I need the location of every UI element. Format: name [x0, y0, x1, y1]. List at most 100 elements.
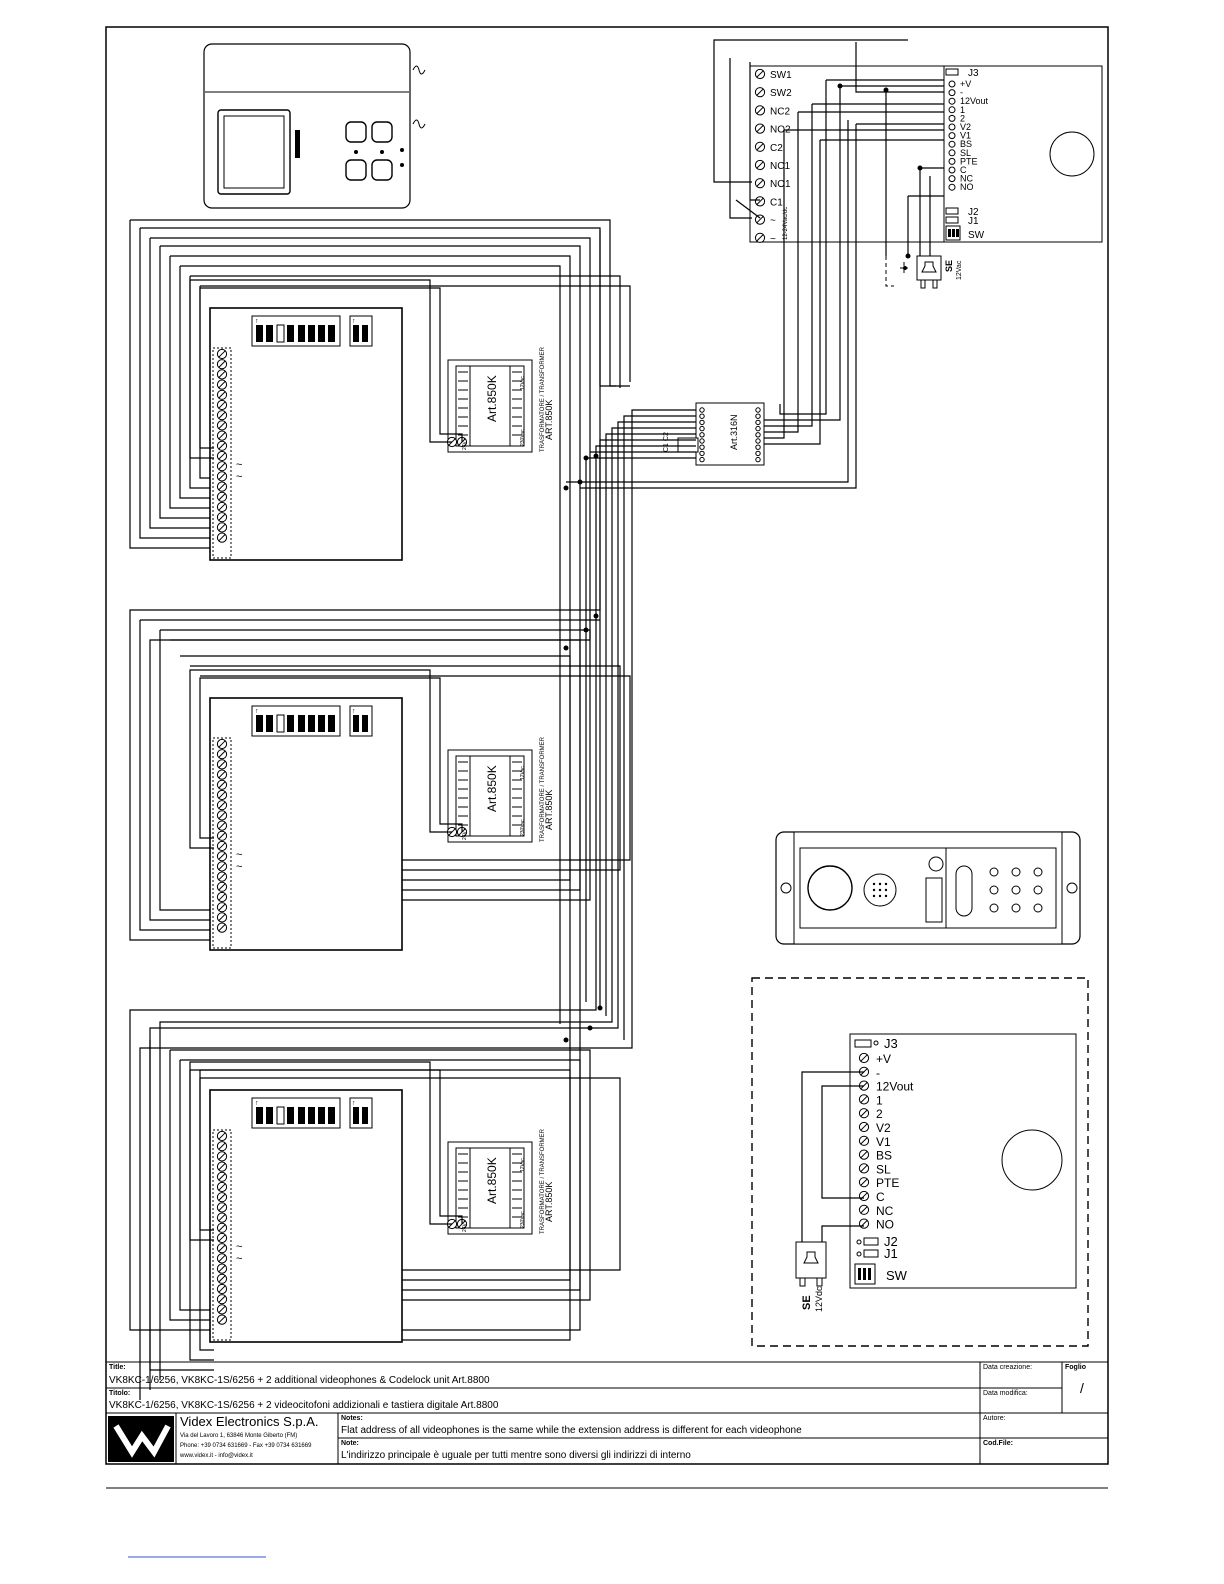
lock-label-top: SE [944, 260, 954, 272]
notes-cell: Notes: Flat address of all videophones i… [338, 1413, 980, 1438]
terminal-screw [754, 141, 766, 152]
monitor-terminal [216, 1243, 228, 1254]
monitor-terminal [216, 789, 228, 801]
dip-switch-2 [349, 705, 373, 737]
file-cell: Cod.File: [980, 1438, 1108, 1464]
title-value: VK8KC-1/6256, VK8KC-1S/6256 + 2 addition… [109, 1375, 490, 1386]
monitor-terminal [216, 512, 228, 523]
keypad-terminal [858, 1094, 870, 1105]
transformer-model: Art.850K [485, 765, 499, 812]
terminal-screw [948, 132, 956, 140]
terminal-label: ~ [770, 234, 776, 245]
terminal-screw [754, 178, 766, 189]
monitor-terminal [216, 348, 228, 360]
monitor-terminal [216, 810, 228, 821]
company-address: Via del Lavoro 1, 63846 Monte Giberto (F… [180, 1433, 298, 1439]
keypad-terminal-label: SL [876, 1162, 891, 1176]
keypad-terminal-label: V2 [876, 1121, 891, 1135]
titolo-cell: Titolo: VK8KC-1/6256, VK8KC-1S/6256 + 2 … [106, 1388, 980, 1413]
date-modified-label: Data modifica: [983, 1390, 1028, 1397]
keypad-terminal [858, 1135, 870, 1146]
transformer-in-v: 230Vac [520, 429, 526, 446]
entry-panel-illustration [775, 831, 1081, 945]
monitor-terminal [216, 1151, 228, 1162]
ac-symbol: ~ [236, 459, 242, 471]
note-value: L'indirizzo principale è uguale per tutt… [341, 1450, 691, 1461]
keypad-terminal [858, 1190, 870, 1202]
monitor-terminal [216, 461, 228, 472]
monitor-terminal [216, 440, 228, 451]
monitor-terminal [216, 430, 228, 441]
transformer-model: Art.850K [485, 375, 499, 422]
terminal-label: NO2 [770, 125, 791, 136]
transformer-in-v: 230Vac [520, 819, 526, 836]
monitor-terminal [216, 881, 228, 892]
keypad-terminal-label: PTE [876, 1176, 899, 1190]
terminal-screw [948, 157, 956, 165]
dip-switch-2 [349, 1097, 373, 1129]
company-name: Videx Electronics S.p.A. [180, 1414, 319, 1429]
sheet-value: / [1080, 1380, 1084, 1396]
monitor-terminal [216, 1171, 228, 1182]
keypad-jumper-j3: J3 [884, 1036, 898, 1051]
terminal-screw [948, 106, 956, 114]
keypad-lock-label: SE [801, 1295, 813, 1310]
terminal-screw [754, 232, 766, 243]
terminal-screw [948, 80, 956, 88]
monitor-backplate: ~~ [209, 1089, 403, 1343]
dip-switch-2 [349, 315, 373, 347]
terminal-label: NO [960, 182, 974, 192]
terminal-screw [948, 89, 956, 97]
terminal-label: C1 [770, 197, 783, 208]
transformer-out-v: 12Vac [520, 376, 526, 390]
supply-label: 12-24Vac/dc [783, 207, 789, 240]
terminal-screw [948, 140, 956, 148]
videx-logo [108, 1416, 174, 1462]
monitor-terminal [216, 800, 228, 811]
ac-symbol: ~ [236, 1253, 242, 1265]
monitor-terminal [216, 902, 228, 913]
monitor-terminal [216, 379, 228, 390]
distributor-pin [755, 432, 761, 438]
keypad-terminal-label: BS [876, 1149, 892, 1163]
monitor-terminal [216, 779, 228, 790]
monitor-terminal [216, 399, 228, 411]
monitor-terminal [216, 891, 228, 903]
keypad-terminal-label: - [876, 1066, 880, 1080]
terminal-label: C2 [770, 143, 783, 154]
dip-switch-8 [251, 315, 341, 347]
terminal-screw [754, 68, 766, 80]
dip-switch-8 [251, 1097, 341, 1129]
keypad-terminal-label: NO [876, 1218, 894, 1232]
ac-symbol: ~ [236, 849, 242, 861]
keypad-lock-voltage: 12Vdc [814, 1286, 824, 1312]
distributor-pin [699, 444, 705, 450]
transformer-ac-v: 24V~ [462, 438, 468, 450]
ac-symbol: ~ [236, 471, 242, 483]
keypad-terminal-label: 1 [876, 1093, 883, 1107]
monitor-terminal [216, 820, 228, 831]
monitor-terminal [216, 1212, 228, 1223]
keypad-terminal [858, 1204, 870, 1215]
monitor-terminal [216, 851, 228, 862]
monitor-terminal [216, 840, 228, 852]
lock-voltage-top: 12Vac [956, 260, 963, 280]
monitor-terminal [216, 1253, 228, 1264]
monitor-terminal [216, 759, 228, 770]
date-created-cell: Data creazione: [980, 1362, 1062, 1388]
date-modified-cell: Data modifica: [980, 1388, 1062, 1413]
keypad-switch-label: SW [886, 1268, 908, 1283]
monitor-terminal [216, 532, 228, 543]
switch-label: SW [968, 230, 985, 241]
distributor-label: Art.316N [729, 414, 739, 450]
monitor-terminal [216, 389, 228, 400]
transformer-side-text: TRASFORMATORE / TRANSFORMER [540, 736, 546, 842]
company-cell: Videx Electronics S.p.A. Via del Lavoro … [176, 1413, 338, 1464]
distributor-pin [699, 425, 705, 432]
distributor-pin [699, 438, 705, 444]
monitor-terminal [216, 1181, 228, 1193]
keypad-terminal [858, 1218, 870, 1229]
terminal-label: SW2 [770, 88, 792, 99]
